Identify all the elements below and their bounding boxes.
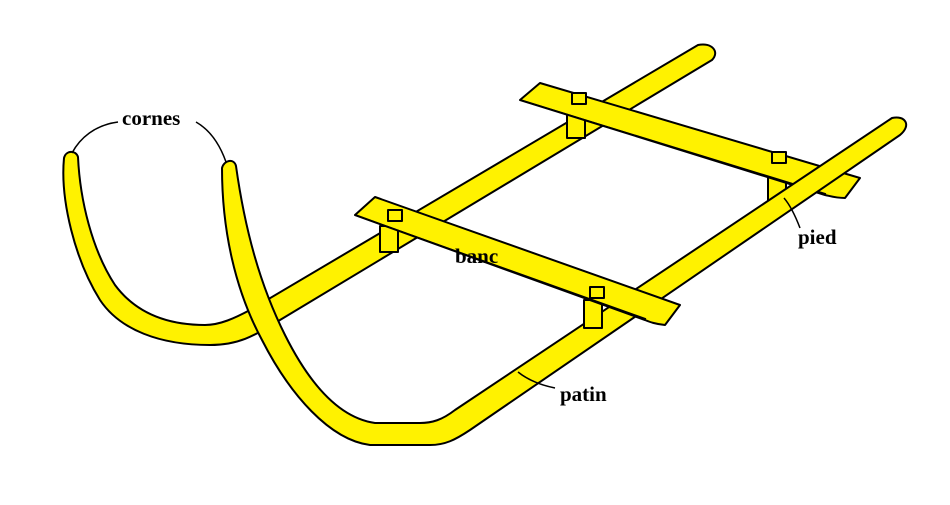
label-pied: pied	[798, 225, 837, 249]
front-bench	[354, 196, 681, 326]
bolt	[589, 286, 605, 299]
front-runner	[221, 116, 908, 446]
leader-line-pied	[783, 197, 801, 229]
leader-line-patin	[517, 371, 556, 389]
leader-line-cornes-left	[71, 121, 119, 154]
bolt	[771, 151, 787, 164]
leader-line-cornes-right	[195, 121, 227, 163]
bolt	[387, 209, 403, 222]
back-runner	[62, 43, 717, 346]
back-bench	[519, 82, 861, 199]
label-banc: banc	[455, 244, 499, 268]
label-patin: patin	[560, 382, 607, 406]
label-cornes: cornes	[122, 106, 181, 130]
bolt	[571, 92, 587, 105]
